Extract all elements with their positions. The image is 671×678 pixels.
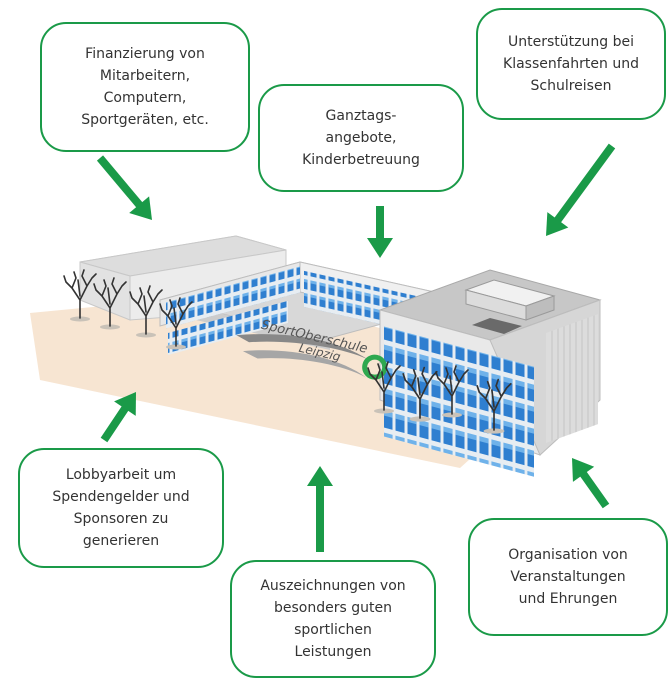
callout-awards-text: Auszeichnungen von besonders guten sport…	[260, 575, 405, 663]
callout-allday-text: Ganztags- angebote, Kinderbetreuung	[302, 105, 420, 171]
events-line-1: Organisation von	[508, 547, 628, 563]
arrow-icon	[307, 466, 333, 552]
finance-line-3: Computern,	[103, 90, 187, 106]
main-building	[378, 269, 602, 477]
events-line-3: und Ehrungen	[518, 591, 618, 607]
callout-events-text: Organisation von Veranstaltungen und Ehr…	[508, 544, 628, 610]
lobby-line-3: Sponsoren zu	[73, 511, 169, 527]
callout-awards: Auszeichnungen von besonders guten sport…	[230, 560, 436, 678]
arrow-icon	[100, 392, 136, 443]
tree-icon	[93, 277, 127, 330]
tree-icon	[129, 285, 163, 338]
trips-line-1: Unterstützung bei	[508, 34, 634, 50]
arrow-icon	[545, 143, 616, 237]
awards-line-2: besonders guten	[274, 600, 392, 616]
lobby-line-1: Lobbyarbeit um	[65, 467, 177, 483]
trees	[63, 269, 512, 434]
allday-line-3: Kinderbetreuung	[302, 152, 420, 168]
lobby-line-4: generieren	[82, 533, 160, 549]
finance-line-1: Finanzierung von	[85, 46, 205, 62]
allday-line-1: Ganztags-	[325, 108, 397, 124]
trips-line-2: Klassenfahrten und	[503, 56, 639, 72]
tree-icon	[476, 378, 512, 434]
arrow-icon	[96, 155, 153, 221]
awards-line-3: sportlichen	[294, 622, 372, 638]
callout-finance: Finanzierung von Mitarbeitern, Computern…	[40, 22, 250, 152]
tree-icon	[435, 365, 469, 418]
awards-line-4: Leistungen	[294, 644, 372, 660]
tree-icon	[159, 297, 193, 350]
arrow-icon	[367, 206, 393, 258]
callout-finance-text: Finanzierung von Mitarbeitern, Computern…	[81, 43, 209, 131]
arrows	[96, 143, 616, 552]
callout-lobby-text: Lobbyarbeit um Spendengelder und Sponsor…	[52, 464, 189, 552]
tree-icon	[63, 269, 97, 322]
callout-events: Organisation von Veranstaltungen und Ehr…	[468, 518, 668, 636]
lobby-line-2: Spendengelder und	[52, 489, 190, 505]
callout-trips-text: Unterstützung bei Klassenfahrten und Sch…	[503, 31, 639, 97]
awards-line-1: Auszeichnungen von	[260, 578, 406, 594]
tree-icon	[402, 366, 438, 422]
trips-line-3: Schulreisen	[530, 78, 612, 94]
finance-line-2: Mitarbeitern,	[99, 68, 191, 84]
callout-lobby: Lobbyarbeit um Spendengelder und Sponsor…	[18, 448, 224, 568]
tree-icon	[367, 361, 401, 414]
callout-trips: Unterstützung bei Klassenfahrten und Sch…	[476, 8, 666, 120]
callout-allday: Ganztags- angebote, Kinderbetreuung	[258, 84, 464, 192]
finance-line-4: Sportgeräten, etc.	[81, 112, 209, 128]
allday-line-2: angebote,	[325, 130, 397, 146]
arrow-icon	[572, 457, 610, 509]
events-line-2: Veranstaltungen	[510, 569, 626, 585]
